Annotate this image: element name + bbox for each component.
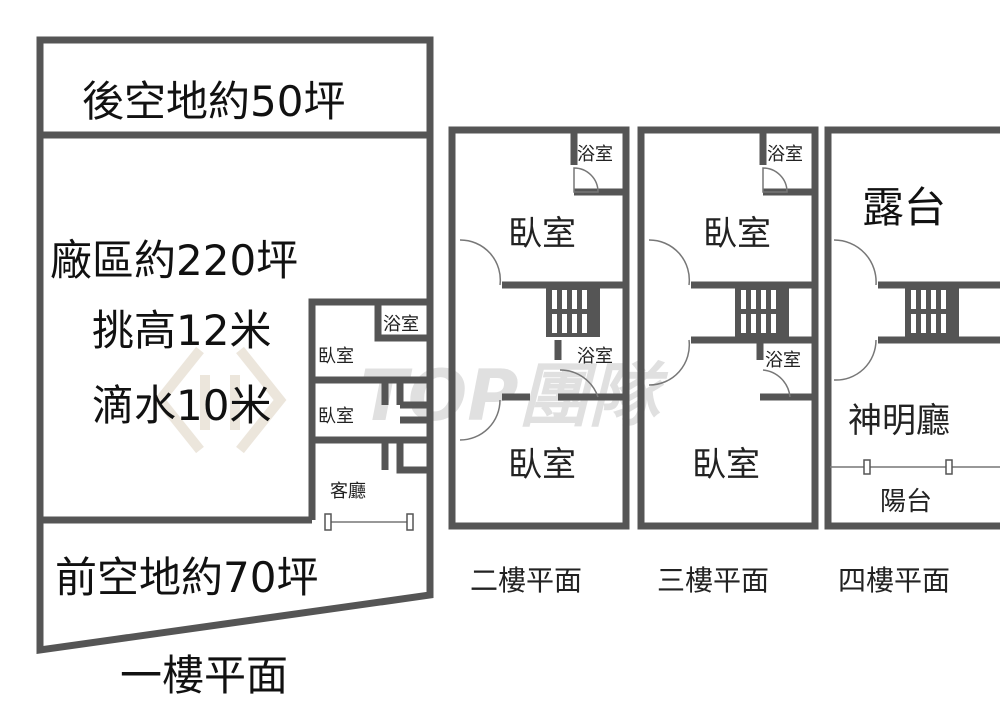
bedroom-label: 臥室	[703, 214, 771, 254]
floor-4-plan: 露台 神明廳 陽台 四樓平面	[824, 126, 1000, 597]
bath-label: 浴室	[767, 144, 803, 165]
living-room-label: 客廳	[330, 481, 366, 502]
floor-1-plan: 後空地約50坪 廠區約220坪 挑高12米 滴水10米 前空地約70坪 浴室 臥…	[36, 36, 434, 700]
bath-label: 浴室	[577, 346, 613, 367]
factory-area-label: 廠區約220坪	[50, 236, 298, 285]
bath-label: 浴室	[577, 144, 613, 165]
bedroom-label: 臥室	[318, 406, 354, 427]
front-lot-label: 前空地約70坪	[55, 553, 318, 602]
bedroom-label: 臥室	[508, 445, 576, 485]
back-lot-label: 後空地約50坪	[82, 77, 345, 126]
floor-3-plan: 浴室 臥室 浴室 臥室 三樓平面	[637, 126, 819, 597]
bedroom-label: 臥室	[692, 445, 760, 485]
bedroom-label: 臥室	[508, 214, 576, 254]
bath-label: 浴室	[383, 314, 419, 335]
terrace-label: 露台	[862, 183, 946, 232]
balcony-label: 陽台	[880, 487, 932, 517]
watermark-logo-icon	[153, 346, 287, 454]
shrine-room-label: 神明廳	[848, 401, 950, 441]
floor-2-plan: 浴室 臥室 浴室 臥室 二樓平面	[448, 126, 630, 597]
ceiling-height-label: 挑高12米	[92, 306, 271, 355]
floor-4-caption: 四樓平面	[838, 564, 950, 597]
eaves-height-label: 滴水10米	[92, 381, 271, 430]
floor-1-caption: 一樓平面	[120, 651, 288, 700]
floor-3-caption: 三樓平面	[657, 564, 769, 597]
floor-2-caption: 二樓平面	[470, 564, 582, 597]
bedroom-label: 臥室	[318, 346, 354, 367]
bath-label: 浴室	[765, 350, 801, 371]
